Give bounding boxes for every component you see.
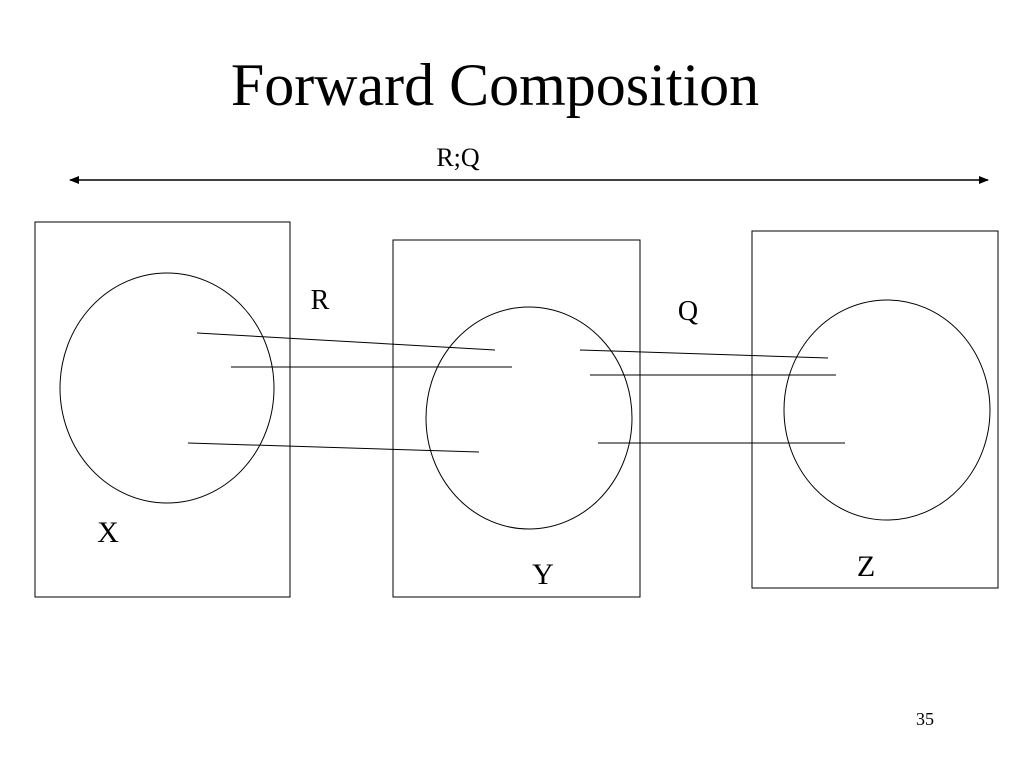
relation-q-line [579,349,829,359]
set-z-ellipse [783,299,991,521]
set-z: Z [751,230,999,589]
set-x: X [34,221,291,598]
set-x-ellipse [59,272,275,504]
set-y-box [392,239,641,598]
page-number: 35 [916,709,934,729]
relation-r-line [196,332,496,351]
composition-label: R;Q [436,143,480,172]
set-x-label: X [97,516,119,549]
set-x-box [34,221,291,598]
relation-r-label: R [311,285,330,316]
set-y: Y [392,239,641,598]
relation-q-label: Q [678,296,698,327]
set-y-label: Y [532,558,554,591]
set-z-label: Z [857,550,875,583]
relation-r-line [187,442,480,453]
slide-title: Forward Composition [230,52,760,118]
set-z-box [751,230,999,589]
set-y-ellipse [425,306,633,530]
